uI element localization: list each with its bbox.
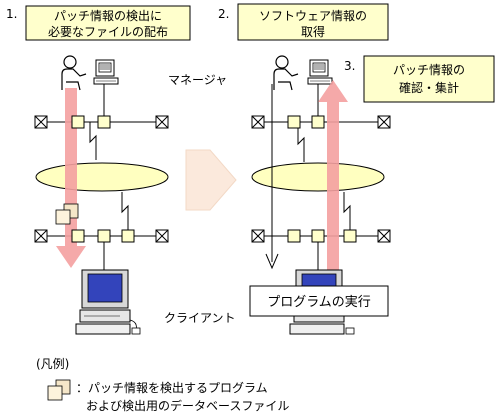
step3-line1: パッチ情報の: [393, 63, 465, 77]
left-lower-node-1: [71, 229, 85, 243]
program-run-box: [249, 285, 389, 317]
left-upper-node-1: [71, 115, 85, 129]
step2-number: 2.: [218, 7, 229, 21]
legend-package-icon: [47, 379, 71, 401]
manager-label: マネージャ: [168, 73, 227, 87]
left-upper-terminator-right: [155, 115, 169, 129]
left-lower-node-2: [97, 229, 111, 243]
step2-line1: ソフトウェア情報の: [259, 9, 367, 23]
program-run-label: プログラムの実行: [267, 294, 371, 310]
step3-line2: 確認・集計: [399, 80, 459, 95]
legend-line2: および検出用のデータベースファイル: [86, 398, 289, 413]
distribute-arrow: [56, 88, 86, 268]
legend-line1: ：パッチ情報を検出するプログラム: [76, 381, 268, 395]
right-lower-terminator-left: [251, 229, 265, 243]
right-upper-terminator-left: [251, 115, 265, 129]
right-router-link-lower: [343, 192, 351, 236]
left-network-cloud: [35, 162, 169, 192]
right-lower-node-3: [343, 229, 357, 243]
right-lower-node-1: [287, 229, 301, 243]
next-step-arrow: [185, 149, 237, 211]
right-upper-node-1: [287, 115, 301, 129]
legend-title: (凡例): [36, 357, 69, 371]
left-lower-node-3: [121, 229, 135, 243]
left-router-link-lower: [121, 192, 129, 236]
manager-person-icon-right: [273, 55, 299, 91]
right-lower-terminator-right: [377, 229, 391, 243]
step2-line2: 取得: [301, 24, 325, 39]
client-label: クライアント: [164, 311, 236, 325]
step3-number: 3.: [344, 59, 355, 73]
manager-person-icon: [61, 55, 87, 91]
right-router-link-upper: [297, 122, 305, 162]
collect-arrow: [318, 80, 348, 270]
step1-line2: 必要なファイルの配布: [48, 25, 168, 39]
manager-pc-icon: [93, 59, 119, 85]
left-router-link-upper: [89, 122, 97, 160]
left-lower-terminator-right: [155, 229, 169, 243]
step3-box: [363, 55, 495, 103]
right-upper-node-2: [311, 115, 325, 129]
left-lower-terminator-left: [34, 229, 48, 243]
left-upper-terminator-left: [34, 115, 48, 129]
step1-number: 1.: [6, 7, 17, 21]
step1-box: [25, 5, 191, 41]
right-network-cloud: [251, 162, 385, 192]
left-client-computer-icon: [75, 269, 141, 335]
right-upper-terminator-right: [377, 115, 391, 129]
right-lower-node-2: [311, 229, 325, 243]
request-arrowhead: [265, 253, 279, 270]
step2-box: [237, 3, 389, 41]
manager-pc-icon-right: [307, 59, 333, 85]
step1-line1: パッチ情報の検出に: [54, 9, 162, 23]
left-upper-node-2: [97, 115, 111, 129]
